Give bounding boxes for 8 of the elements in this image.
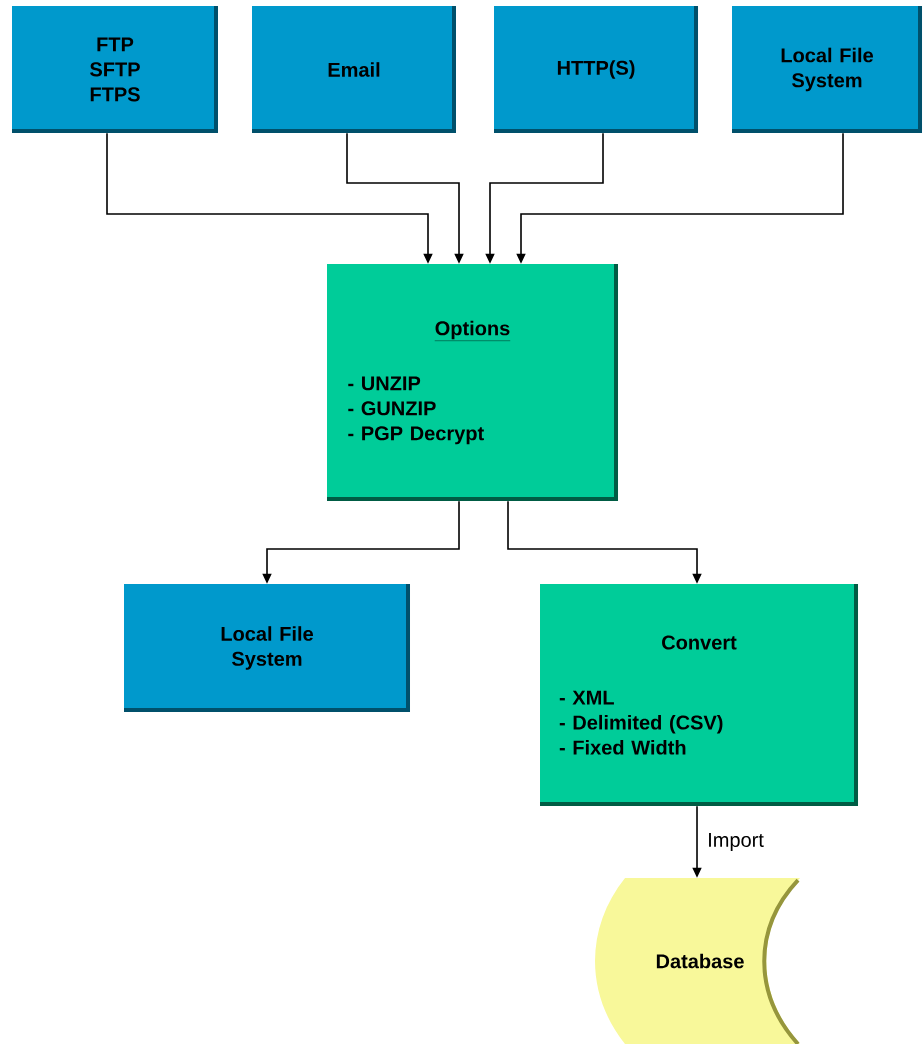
edge-label: Import [709, 833, 764, 851]
source-box: FTP SFTP FTPS [12, 6, 218, 133]
source-box: Email [252, 6, 456, 133]
destination-box: Local File System [124, 584, 410, 712]
source-box: Local File System [732, 6, 922, 133]
process-box: Convert - XML - Delimited (CSV) - Fixed Width [540, 584, 858, 806]
process-box: Options - UNZIP - GUNZIP - PGP Decrypt [327, 264, 618, 501]
source-box: HTTP(S) [494, 6, 698, 133]
